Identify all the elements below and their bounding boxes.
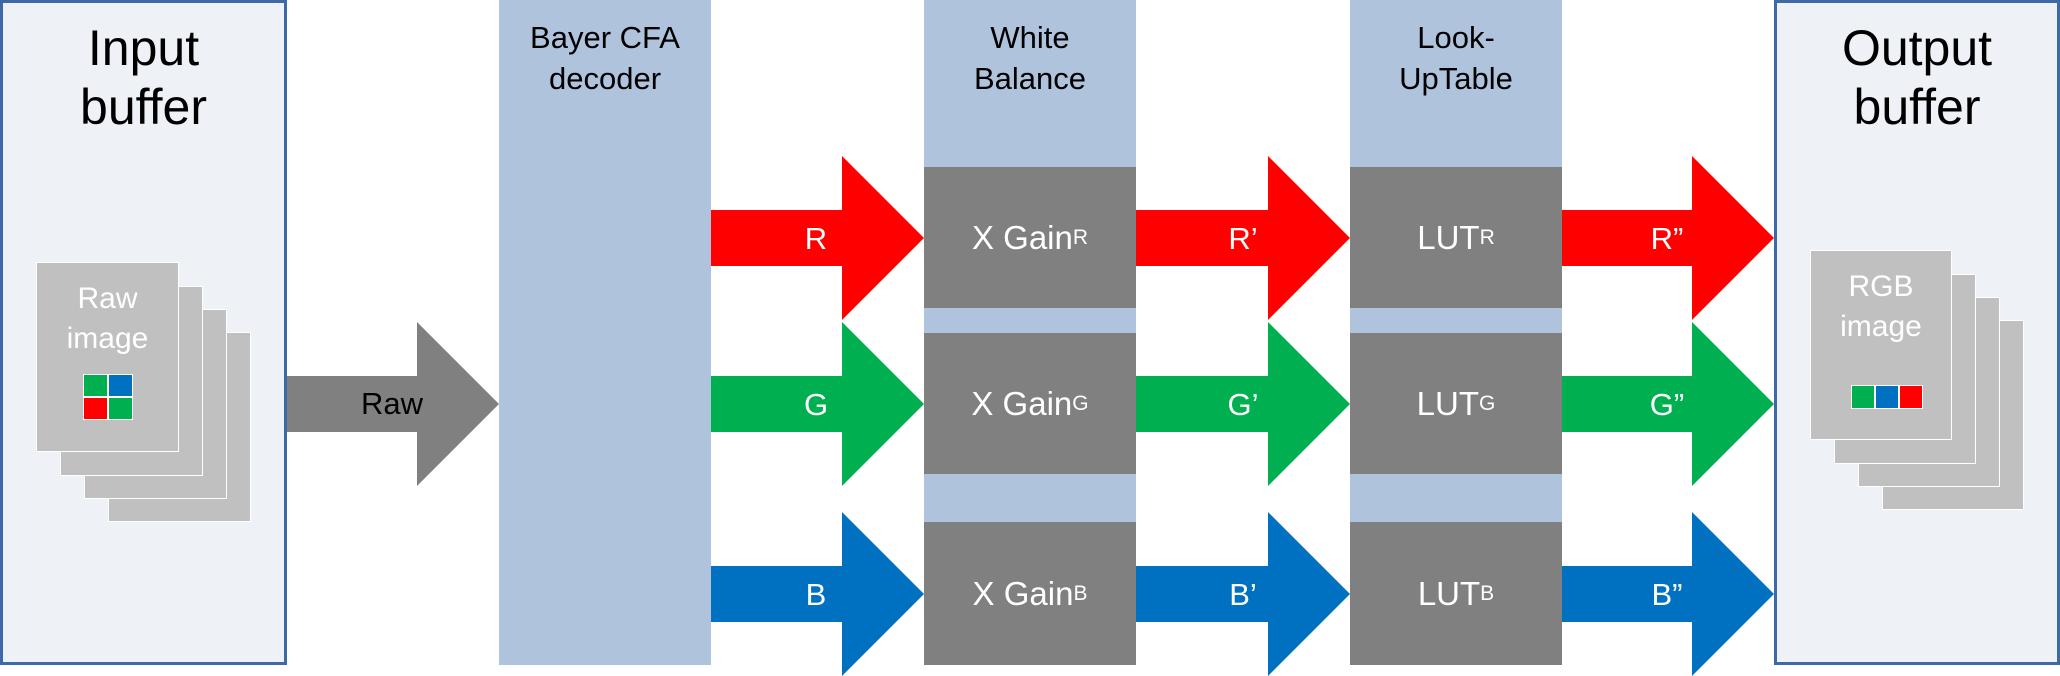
rgb-cell-blue xyxy=(1875,385,1899,409)
gain-label: X Gain xyxy=(971,218,1073,256)
arrow-g-double-prime xyxy=(1562,322,1774,486)
arrow-b-double-prime-label: B” xyxy=(1652,577,1683,612)
raw-arrow-label: Raw xyxy=(361,386,424,421)
bayer-cell-blue xyxy=(108,374,133,397)
arrow-b-prime xyxy=(1136,512,1350,676)
rgb-cell-green xyxy=(1851,385,1875,409)
gain-subscript: B xyxy=(1073,581,1088,605)
bayer-decoder-stage: Bayer CFA decoder xyxy=(499,0,711,665)
lut-title: Look- UpTable xyxy=(1399,20,1513,96)
raw-image-label: Raw image xyxy=(66,282,149,355)
gain-subscript: R xyxy=(1072,225,1089,249)
bayer-cell-red xyxy=(83,397,108,420)
arrow-g xyxy=(711,322,924,486)
gain-label: X Gain xyxy=(971,384,1073,422)
input-buffer-title: Input buffer xyxy=(80,20,207,135)
arrow-r-double-prime xyxy=(1562,156,1774,320)
arrow-b-double-prime xyxy=(1562,512,1774,676)
lut-subscript: R xyxy=(1479,225,1495,249)
arrow-r-prime xyxy=(1136,156,1350,320)
arrow-r-double-prime-label: R” xyxy=(1651,221,1684,256)
lut-label: LUT xyxy=(1417,218,1480,256)
gain-label: X Gain xyxy=(972,574,1074,612)
arrow-g-double-prime-label: G” xyxy=(1650,387,1684,422)
output-buffer-title: Output buffer xyxy=(1841,20,1993,135)
lut-label: LUT xyxy=(1417,574,1481,612)
bayer-decoder-title: Bayer CFA decoder xyxy=(530,20,680,96)
white-balance-title: White Balance xyxy=(973,20,1087,96)
gain-subscript: G xyxy=(1072,391,1089,415)
lut-label: LUT xyxy=(1416,384,1479,422)
arrow-r xyxy=(711,156,924,320)
lut-subscript: B xyxy=(1480,581,1495,605)
rgb-image-label: RGB image xyxy=(1840,270,1922,343)
arrow-r-label: R xyxy=(805,221,827,256)
rgb-cell-red xyxy=(1899,385,1923,409)
arrow-g-prime xyxy=(1136,322,1350,486)
arrow-b xyxy=(711,512,924,676)
arrow-b-label: B xyxy=(806,577,827,612)
lut-subscript: G xyxy=(1479,391,1496,415)
raw-arrow xyxy=(287,322,499,486)
bayer-cell-green xyxy=(83,374,108,397)
arrow-b-prime-label: B’ xyxy=(1229,577,1257,612)
arrow-r-prime-label: R’ xyxy=(1228,221,1257,256)
bayer-cell-green xyxy=(108,397,133,420)
raw-image-icon: Raw image xyxy=(36,262,179,452)
arrow-g-prime-label: G’ xyxy=(1228,387,1259,422)
rgb-image-icon: RGB image xyxy=(1810,250,1952,440)
arrow-g-label: G xyxy=(804,387,828,422)
